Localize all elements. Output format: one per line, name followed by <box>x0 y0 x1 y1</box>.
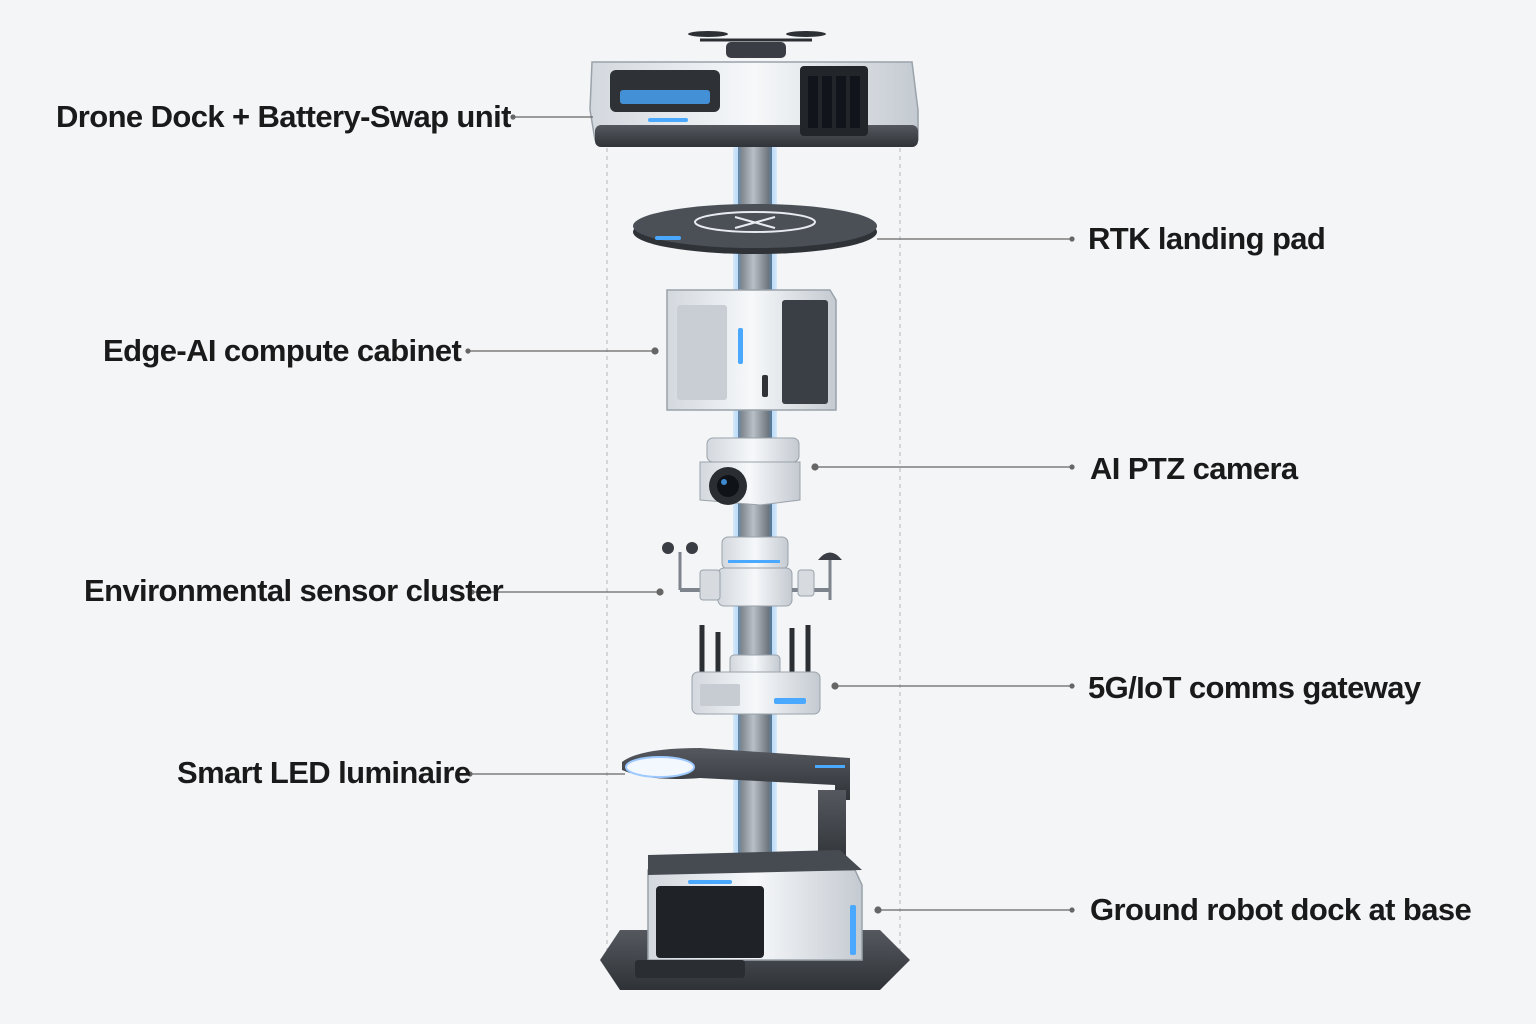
label-edge-ai: Edge-AI compute cabinet <box>103 333 461 369</box>
label-env-sensors: Environmental sensor cluster <box>84 573 503 609</box>
label-led-luminaire: Smart LED luminaire <box>177 755 471 791</box>
edge-ai-cabinet <box>667 290 836 410</box>
ground-robot-dock <box>600 850 910 990</box>
environmental-sensor-cluster <box>662 537 842 606</box>
central-pole <box>735 140 775 905</box>
label-robot-dock: Ground robot dock at base <box>1090 892 1471 928</box>
label-comms-gateway: 5G/IoT comms gateway <box>1088 670 1421 706</box>
label-drone-dock: Drone Dock + Battery-Swap unit <box>56 99 511 135</box>
ptz-camera <box>700 438 800 505</box>
drone-dock-unit <box>590 31 918 147</box>
label-rtk-pad: RTK landing pad <box>1088 221 1325 257</box>
label-ptz-camera: AI PTZ camera <box>1090 451 1298 487</box>
rtk-landing-pad <box>633 204 877 254</box>
drone-icon <box>688 31 826 58</box>
